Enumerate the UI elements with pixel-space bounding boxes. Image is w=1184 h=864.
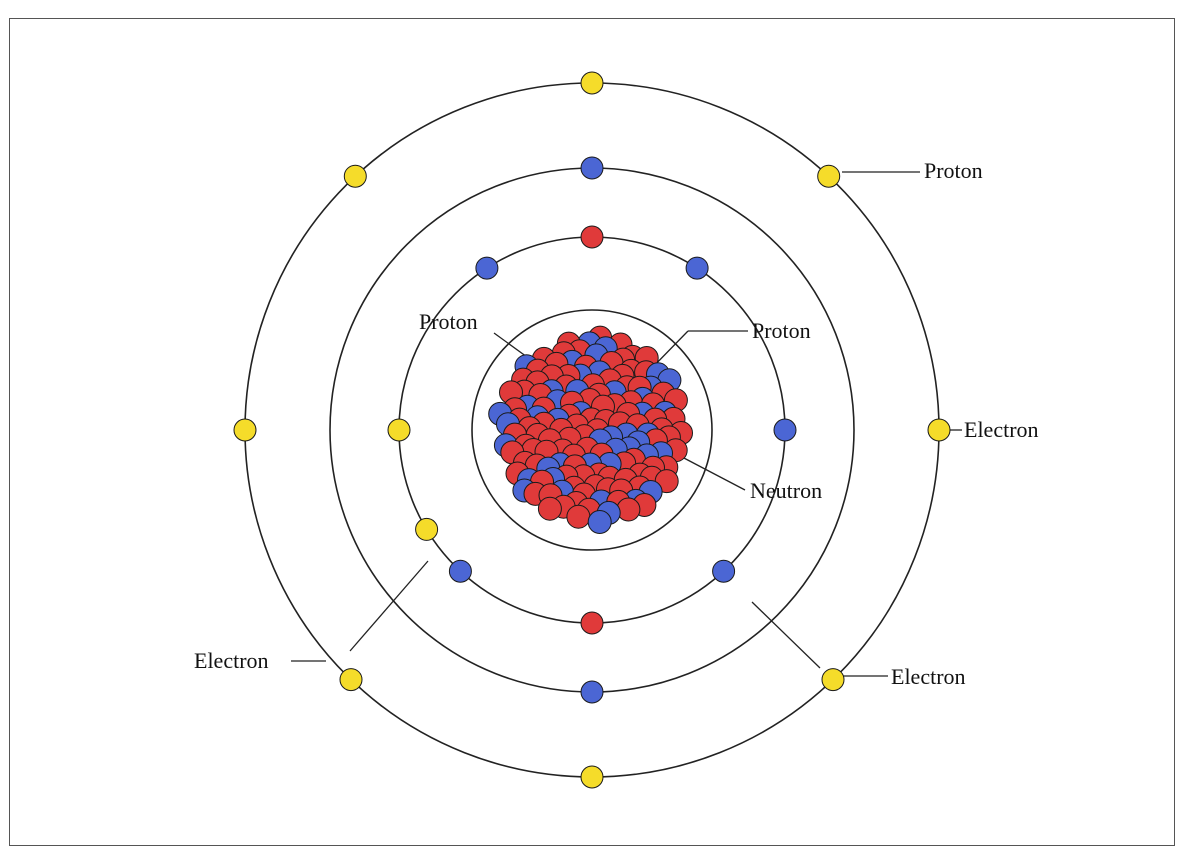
electron <box>817 164 841 188</box>
electron <box>821 668 845 692</box>
label-electron-left: Electron <box>194 648 269 673</box>
label-proton-left: Proton <box>419 309 478 334</box>
neutron <box>773 418 797 442</box>
labels: Proton Proton Proton Electron Neutron El… <box>194 158 1039 689</box>
leader-electron-bottom-right <box>751 601 821 669</box>
neutron <box>448 559 472 583</box>
label-electron-right: Electron <box>964 417 1039 442</box>
neutron <box>475 256 499 280</box>
label-proton-right: Proton <box>752 318 811 343</box>
neutron <box>580 156 604 180</box>
nucleus <box>488 325 693 534</box>
proton <box>580 225 604 249</box>
label-neutron: Neutron <box>750 478 822 503</box>
orbit-1 <box>471 309 713 551</box>
neutron <box>712 559 736 583</box>
electron <box>343 164 367 188</box>
electron <box>415 517 439 541</box>
neutron <box>580 680 604 704</box>
proton <box>616 497 641 522</box>
proton <box>537 496 562 521</box>
electron <box>580 765 604 789</box>
label-proton-top-right: Proton <box>924 158 983 183</box>
orbit-particles <box>233 71 951 789</box>
neutron <box>587 510 612 534</box>
proton <box>566 504 591 529</box>
neutron <box>685 256 709 280</box>
electron <box>387 418 411 442</box>
proton <box>580 611 604 635</box>
electron <box>580 71 604 95</box>
electron <box>339 668 363 692</box>
electron <box>927 418 951 442</box>
electron <box>233 418 257 442</box>
leader-electron-left-diag <box>349 560 429 652</box>
label-electron-bottom-right: Electron <box>891 664 966 689</box>
